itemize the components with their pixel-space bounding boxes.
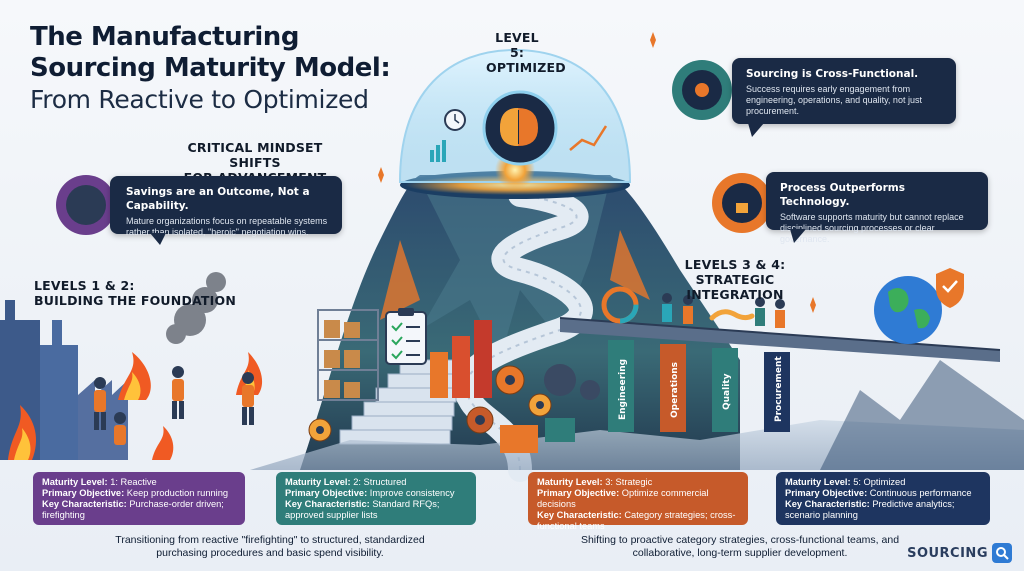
card-2-level-label: Maturity Level: [285, 477, 351, 487]
card-5-char-value: Predictive analytics; scenario planning [785, 499, 955, 520]
pillar-label-engineering: Engineering [618, 359, 628, 420]
level5-heading-line2: OPTIMIZED [486, 60, 566, 75]
card-5-objective-label: Primary Objective: [785, 488, 868, 498]
brain-icon [482, 90, 558, 166]
pillar-label-operations: Operations [670, 362, 680, 418]
levels-1-2-heading: LEVELS 1 & 2: BUILDING THE FOUNDATION [34, 278, 236, 308]
levels34-heading-line2: STRATEGIC INTEGRATION [686, 272, 784, 302]
card-2-objective-label: Primary Objective: [285, 488, 368, 498]
level-card-2: Maturity Level: 2: Structured Primary Ob… [276, 472, 476, 525]
logo-mark-icon [992, 543, 1012, 563]
level-card-1: Maturity Level: 1: Reactive Primary Obje… [33, 472, 245, 525]
card-2-objective-value: Improve consistency [367, 488, 455, 498]
card-3-char-label: Key Characteristic: [537, 510, 622, 520]
card-3-level-value: 3: Strategic [602, 477, 653, 487]
card-1-level-label: Maturity Level: [42, 477, 108, 487]
bubble-savings-heading: Savings are an Outcome, Not a Capability… [126, 186, 310, 212]
shield-check-icon [936, 268, 964, 308]
mindset-heading-line1: CRITICAL MINDSET SHIFTS [187, 140, 323, 170]
clipboard-icon [385, 308, 427, 365]
pillars: Engineering Operations Quality Procureme… [608, 340, 790, 432]
card-2-level-value: 2: Structured [350, 477, 407, 487]
logo-text: SOURCING [907, 545, 988, 561]
card-1-level-value: 1: Reactive [107, 477, 157, 487]
card-3-char-value: Category strategies; cross-functional te… [537, 510, 736, 531]
levels-3-4-heading: LEVELS 3 & 4: STRATEGIC INTEGRATION [665, 257, 805, 302]
lock-icon [712, 173, 772, 233]
pillar-label-quality: Quality [722, 373, 732, 410]
card-3-level-label: Maturity Level: [537, 477, 603, 487]
levels34-heading-line1: LEVELS 3 & 4: [684, 257, 786, 272]
level-card-5: Maturity Level: 5: Optimized Primary Obj… [776, 472, 990, 525]
bubble-tail [748, 123, 764, 137]
card-5-objective-value: Continuous performance [867, 488, 972, 498]
factory-icon [0, 300, 128, 460]
network-icon [601, 286, 639, 324]
clock-icon [444, 109, 466, 131]
bridge [560, 318, 1000, 362]
brand-logo: SOURCING [907, 543, 1012, 563]
card-3-objective-label: Primary Objective: [537, 488, 620, 498]
card-2-char-value: Standard RFQs; approved supplier lists [285, 499, 440, 520]
card-1-objective-value: Keep production running [124, 488, 229, 498]
title-line-1: The Manufacturing [30, 22, 299, 52]
page-title: The Manufacturing Sourcing Maturity Mode… [30, 22, 430, 116]
card-5-char-label: Key Characteristic: [785, 499, 870, 509]
network-icon [672, 60, 732, 120]
card-5-level-value: 5: Optimized [850, 477, 906, 487]
caption-foundation: Transitioning from reactive "firefightin… [115, 534, 425, 559]
bubble-process-heading: Process Outperforms Technology. [780, 182, 905, 208]
gear-icon [56, 175, 116, 235]
caption-strategic: Shifting to proactive category strategie… [580, 534, 900, 559]
bubble-cross-heading: Sourcing is Cross-Functional. [746, 68, 919, 80]
levels12-heading-line1: LEVELS 1 & 2: [34, 278, 135, 293]
card-3-objective-value: Optimize commercial decisions [537, 488, 709, 509]
bubble-process-body: Software supports maturity but cannot re… [780, 212, 964, 244]
card-1-char-value: Purchase-order driven; firefighting [42, 499, 224, 520]
globe-icon [874, 276, 942, 344]
bubble-tail [150, 233, 166, 245]
pillar-label-procurement: Procurement [774, 356, 784, 422]
title-line-2: Sourcing Maturity Model: [30, 53, 391, 83]
levels12-heading-line2: BUILDING THE FOUNDATION [34, 293, 236, 308]
bubble-cross-body: Success requires early engagement from e… [746, 84, 922, 116]
level5-heading-line1: LEVEL 5: [495, 30, 539, 60]
bubble-savings-body: Mature organizations focus on repeatable… [126, 216, 328, 237]
bubble-savings: Savings are an Outcome, Not a Capability… [110, 176, 342, 237]
card-1-char-label: Key Characteristic: [42, 499, 127, 509]
level-card-3: Maturity Level: 3: Strategic Primary Obj… [528, 472, 748, 531]
card-1-objective-label: Primary Objective: [42, 488, 125, 498]
shelf [317, 309, 379, 401]
level-5-heading: LEVEL 5: OPTIMIZED [486, 30, 566, 75]
title-subtitle: From Reactive to Optimized [30, 85, 369, 114]
bubble-tail [790, 229, 806, 243]
bubble-cross-functional: Sourcing is Cross-Functional. Success re… [732, 58, 956, 124]
bubble-process: Process Outperforms Technology. Software… [766, 172, 988, 244]
card-5-level-label: Maturity Level: [785, 477, 851, 487]
card-2-char-label: Key Characteristic: [285, 499, 370, 509]
handshake-icon [709, 309, 755, 321]
